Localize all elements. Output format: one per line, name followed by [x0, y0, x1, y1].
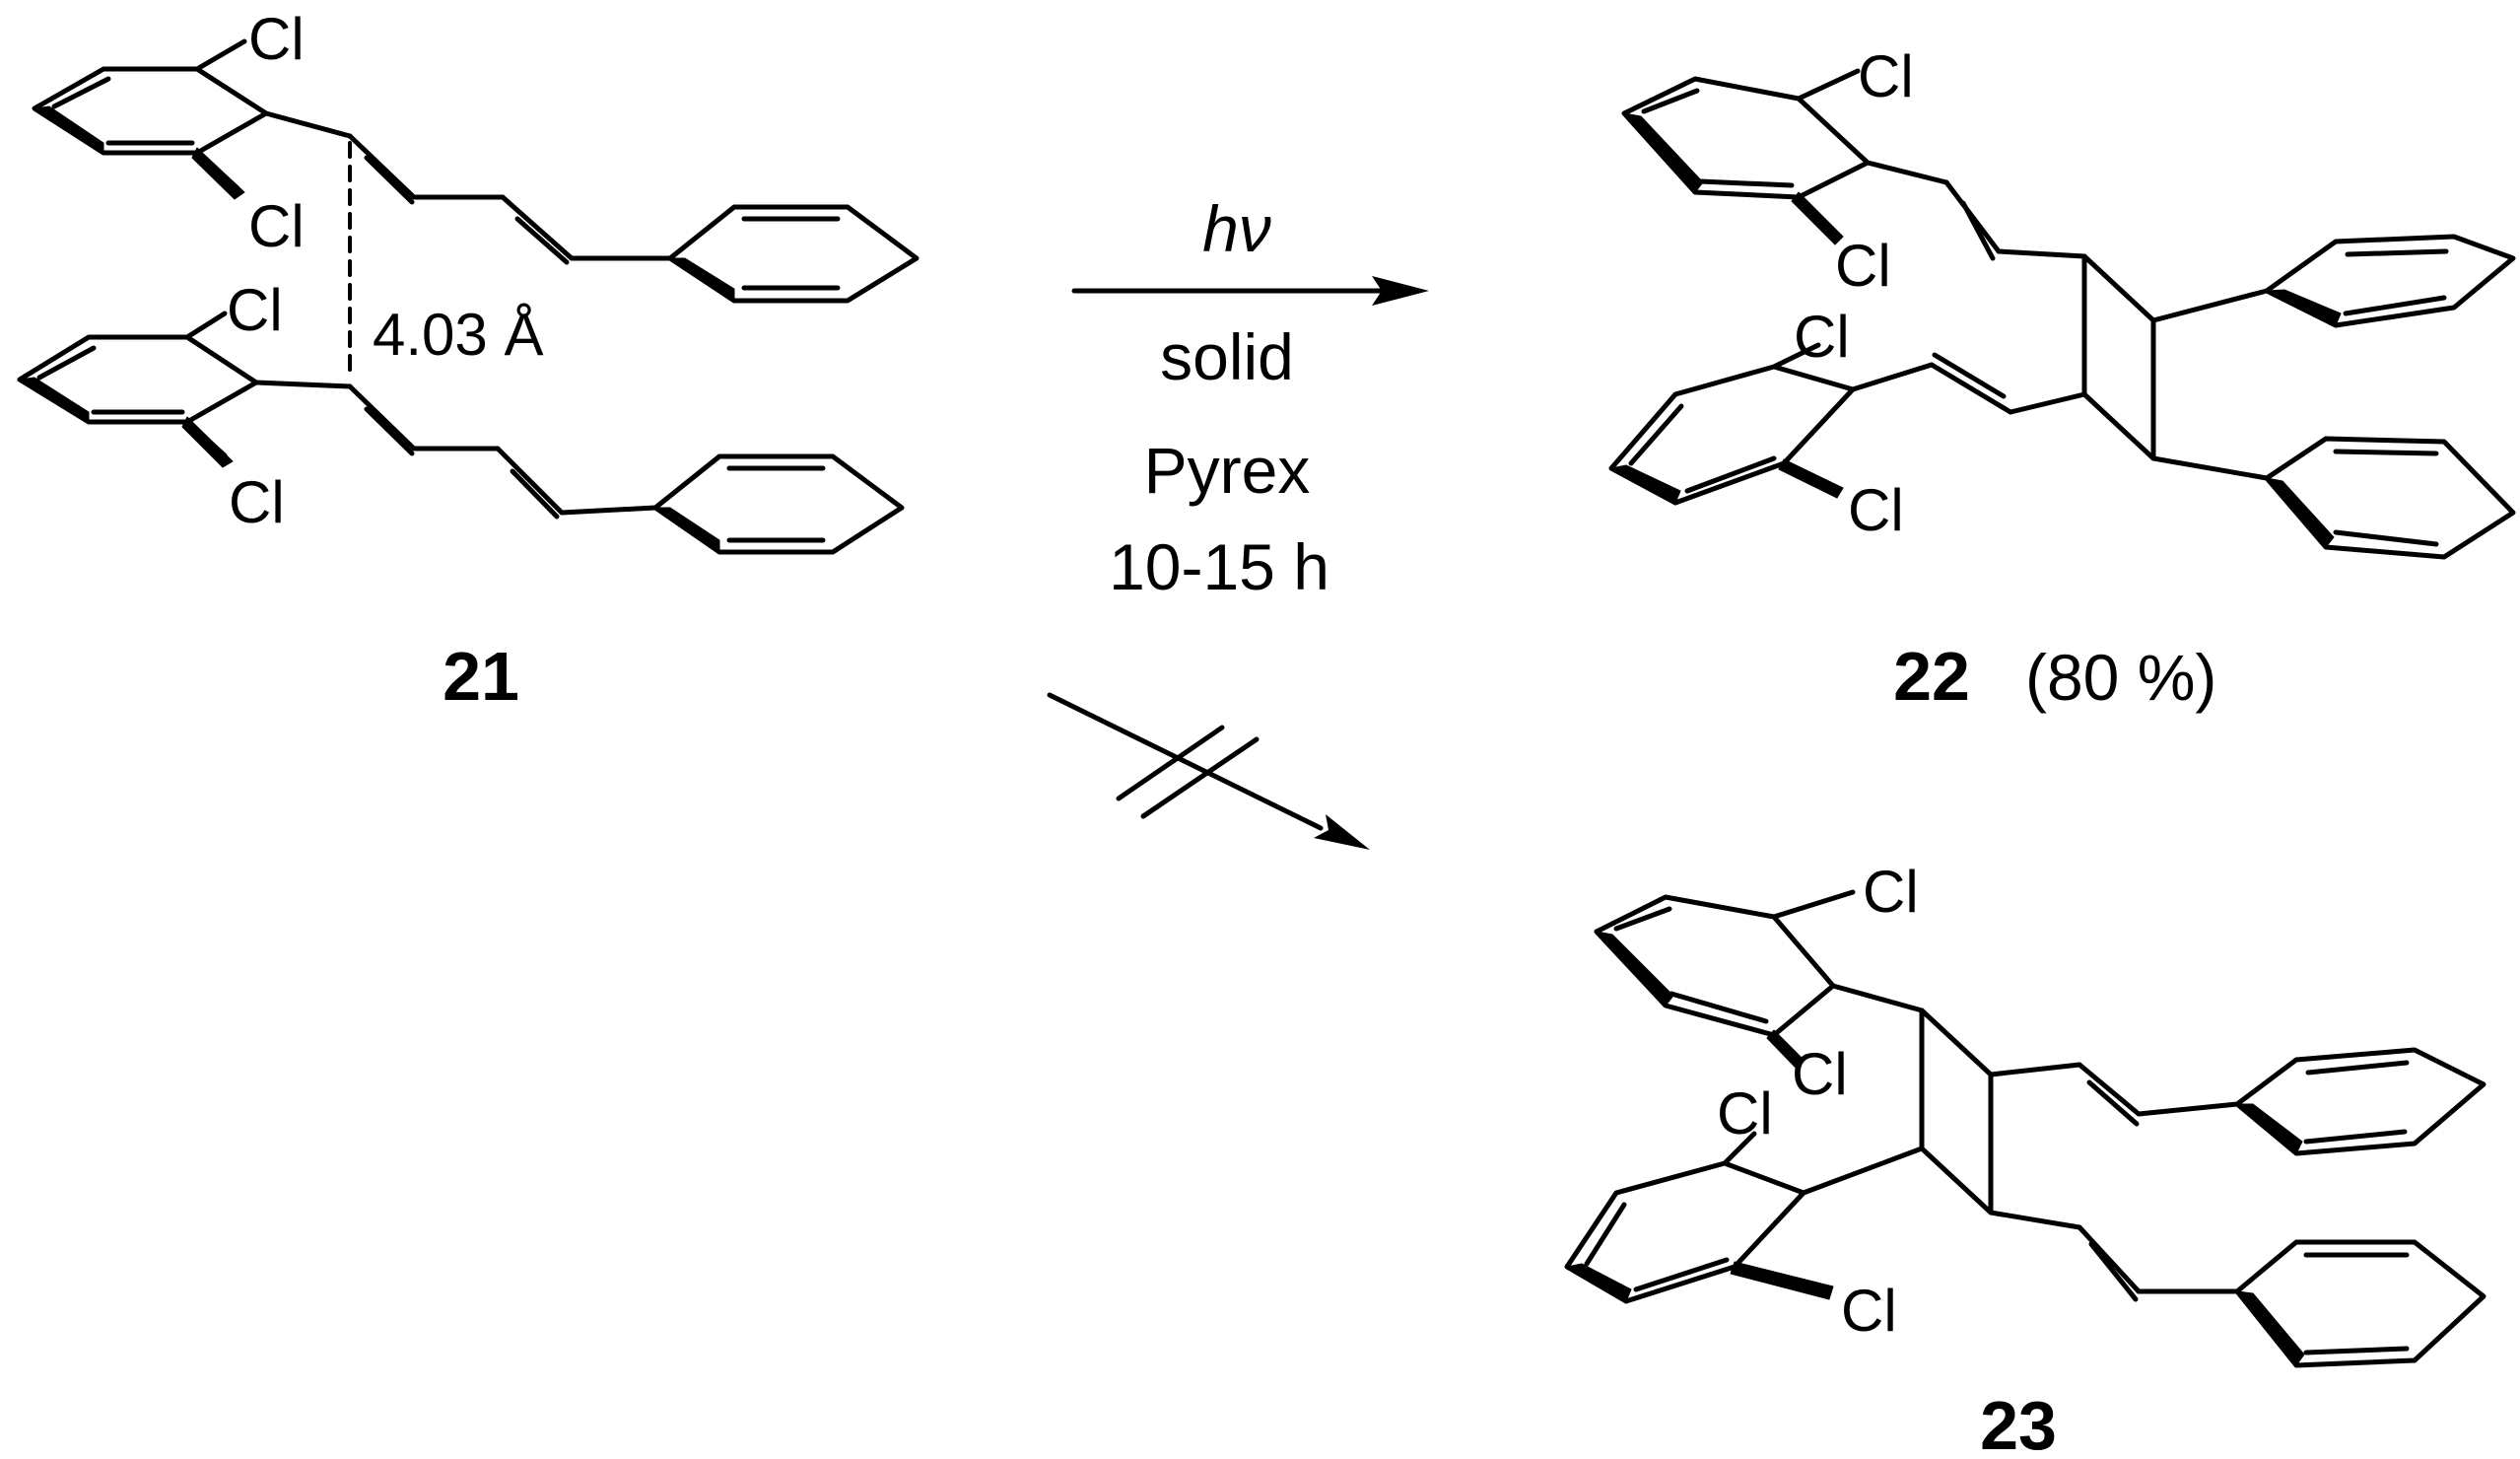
compound-label-22: 22: [1893, 638, 1970, 715]
cl-label-23-1: Cl: [1863, 859, 1919, 925]
cyclobutane-22: [2081, 253, 2156, 461]
condition-vessel: Pyrex: [1144, 434, 1311, 507]
cl-label-22-1: Cl: [1858, 43, 1914, 109]
compound-22-structure: [1608, 68, 2516, 560]
ring-21-upper-dichlorophenyl: [32, 66, 269, 156]
cl-label-22-4: Cl: [1848, 477, 1904, 543]
cl-label-23-2: Cl: [1792, 1041, 1848, 1107]
cl-label-21-1: Cl: [248, 6, 305, 72]
cyclobutane-23: [1919, 1007, 1994, 1216]
cl-label-22-2: Cl: [1835, 233, 1891, 299]
yield-label-22: (80 %): [2025, 641, 2216, 714]
compound-21-structure: [17, 38, 919, 555]
distance-label: 4.03 Å: [373, 302, 543, 368]
cl-label-21-3: Cl: [227, 277, 283, 343]
ring-21-lower-dichlorophenyl: [17, 334, 259, 425]
ring-21-lower-phenyl: [652, 453, 905, 555]
condition-light: hν: [1202, 192, 1271, 265]
condition-phase: solid: [1160, 320, 1294, 393]
cl-label-21-4: Cl: [229, 469, 285, 535]
cl-label-23-4: Cl: [1841, 1278, 1897, 1344]
reaction-arrow: [1071, 276, 1429, 306]
cl-label-23-3: Cl: [1717, 1080, 1773, 1146]
ring-22-upper-phenyl: [2264, 234, 2516, 328]
ring-23-lower-phenyl: [2234, 1239, 2486, 1368]
blocked-reaction-arrow: [1047, 692, 1370, 850]
compound-label-23: 23: [1980, 1387, 2057, 1459]
compound-label-21: 21: [443, 638, 519, 715]
compound-23-structure: [1564, 889, 2486, 1368]
cl-label-22-3: Cl: [1794, 304, 1850, 370]
cl-label-21-2: Cl: [248, 193, 305, 259]
condition-time: 10-15 h: [1109, 530, 1329, 603]
